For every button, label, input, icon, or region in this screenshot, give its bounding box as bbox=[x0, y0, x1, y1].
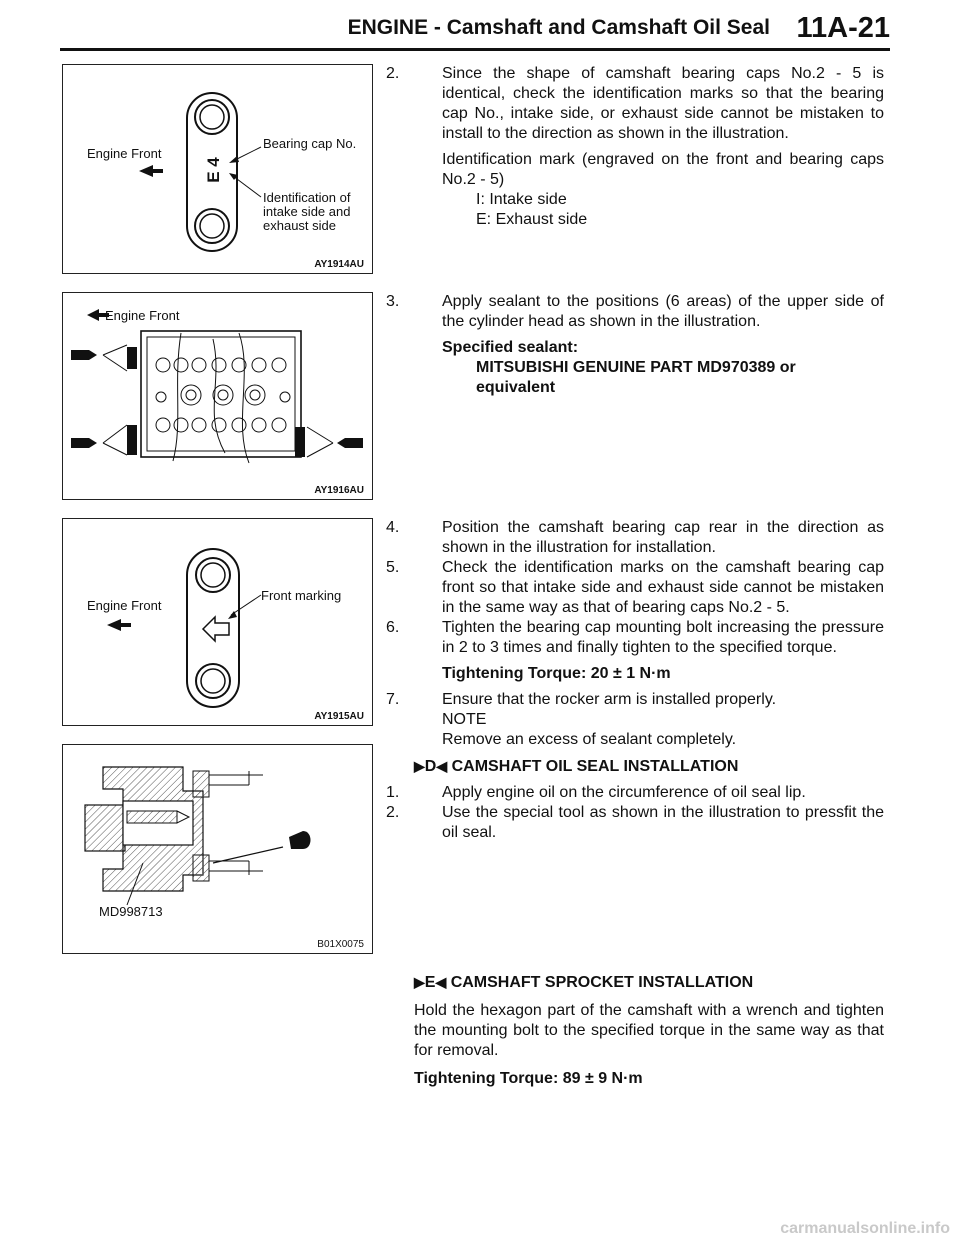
bearing-cap-illustration bbox=[139, 92, 262, 252]
step-number: 2. bbox=[386, 65, 400, 82]
front-bearing-cap-illustration bbox=[107, 548, 262, 708]
step-number: 1. bbox=[386, 784, 400, 801]
tightening-torque-2: Tightening Torque: 89 ± 9 N·m bbox=[414, 1070, 643, 1087]
note-label: NOTE bbox=[442, 711, 487, 728]
step-text: Tighten the bearing cap mounting bolt in… bbox=[442, 619, 884, 656]
step-text: Ensure that the rocker arm is installed … bbox=[442, 691, 777, 708]
section-title: CAMSHAFT OIL SEAL INSTALLATION bbox=[451, 758, 739, 775]
engine-front-label: Engine Front bbox=[87, 598, 162, 613]
tightening-torque-1: Tightening Torque: 20 ± 1 N·m bbox=[442, 665, 671, 682]
section-letter: E bbox=[424, 974, 436, 991]
exhaust-side-text: E: Exhaust side bbox=[476, 211, 588, 228]
engine-front-label: Engine Front bbox=[105, 308, 180, 323]
step-number: 4. bbox=[386, 519, 400, 536]
step-text: Use the special tool as shown in the ill… bbox=[442, 804, 884, 841]
cylinder-head-illustration bbox=[71, 309, 363, 464]
arrow-right-icon: ▶ bbox=[414, 758, 425, 774]
section-e-block: ▶E◀ CAMSHAFT SPROCKET INSTALLATION Hold … bbox=[414, 972, 884, 1089]
step-number: 3. bbox=[386, 293, 400, 310]
step-number: 7. bbox=[386, 691, 400, 708]
section-d-heading: ▶D◀ CAMSHAFT OIL SEAL INSTALLATION bbox=[414, 756, 884, 777]
engine-front-label: Engine Front bbox=[87, 146, 162, 161]
specified-sealant-label: Specified sealant: bbox=[442, 339, 579, 356]
figure-code: AY1916AU bbox=[314, 485, 364, 496]
section-letter: D bbox=[424, 758, 437, 775]
figure-sealant-positions: Engine Front AY1916AU bbox=[62, 292, 373, 500]
watermark: carmanualsonline.info bbox=[780, 1220, 950, 1237]
cap-mark: E 4 bbox=[203, 157, 223, 183]
page-number: 11A-21 bbox=[796, 12, 890, 44]
step-number: 5. bbox=[386, 559, 400, 576]
identification-mark-text: Identification mark (engraved on the fro… bbox=[442, 151, 884, 188]
note-text: Remove an excess of sealant completely. bbox=[442, 731, 737, 748]
arrow-right-icon: ▶ bbox=[414, 974, 425, 990]
figure-code: AY1915AU bbox=[314, 711, 364, 722]
tool-label: MD998713 bbox=[99, 904, 163, 919]
step-number: 2. bbox=[386, 804, 400, 821]
arrow-left-icon: ◀ bbox=[436, 758, 448, 774]
steps-4-7-block: 4. Position the camshaft bearing cap rear… bbox=[386, 518, 884, 843]
step-text: Apply engine oil on the circumference of… bbox=[442, 784, 806, 801]
figure-code: B01X0075 bbox=[317, 939, 364, 950]
specified-sealant-value: MITSUBISHI GENUINE PART MD970389 or equi… bbox=[476, 359, 796, 396]
step-2-block: 2. Since the shape of camshaft bearing ca… bbox=[386, 64, 884, 230]
step-text: Since the shape of camshaft bearing caps… bbox=[442, 65, 884, 142]
step-text: Check the identification marks on the ca… bbox=[442, 559, 884, 616]
page-title: ENGINE - Camshaft and Camshaft Oil Seal bbox=[347, 16, 770, 39]
front-marking-label: Front marking bbox=[261, 588, 342, 603]
figure-bearing-cap-identification: E 4 Engine Front Bearing cap No. Identif… bbox=[62, 64, 373, 274]
section-e-heading: ▶E◀ CAMSHAFT SPROCKET INSTALLATION bbox=[414, 972, 884, 993]
step-text: Apply sealant to the positions (6 areas)… bbox=[442, 293, 884, 330]
step-3-block: 3. Apply sealant to the positions (6 area… bbox=[386, 292, 884, 398]
figure-front-bearing-cap: Engine Front Front marking AY1915AU bbox=[62, 518, 373, 726]
section-e-text: Hold the hexagon part of the camshaft wi… bbox=[414, 1002, 884, 1059]
figure-oil-seal-tool: MD998713 B01X0075 bbox=[62, 744, 373, 954]
bearing-cap-label: Bearing cap No. bbox=[263, 136, 357, 151]
figure-code: AY1914AU bbox=[314, 259, 364, 270]
intake-side-text: I: Intake side bbox=[476, 191, 567, 208]
step-number: 6. bbox=[386, 619, 400, 636]
oil-seal-tool-illustration bbox=[84, 766, 311, 906]
page-header: ENGINE - Camshaft and Camshaft Oil Seal … bbox=[60, 12, 890, 51]
identification-label: Identification of intake side and exhaus… bbox=[263, 190, 351, 233]
section-title: CAMSHAFT SPROCKET INSTALLATION bbox=[450, 974, 754, 991]
step-text: Position the camshaft bearing cap rear i… bbox=[442, 519, 884, 556]
arrow-left-icon: ◀ bbox=[435, 974, 447, 990]
